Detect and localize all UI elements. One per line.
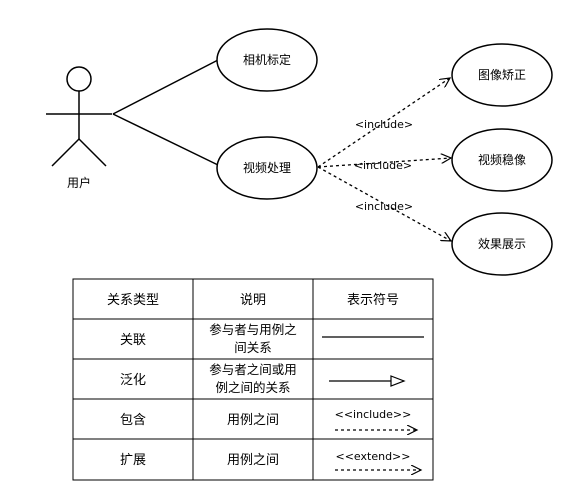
- table-header-type: 关系类型: [107, 293, 159, 308]
- table-row-association-desc-1: 参与者与用例之: [209, 322, 297, 337]
- table-header-symbol: 表示符号: [347, 292, 399, 308]
- svg-text:视频处理: 视频处理: [243, 160, 291, 175]
- table-row-generalization-type: 泛化: [120, 373, 146, 388]
- table-row-association-desc-2: 间关系: [234, 340, 272, 355]
- include-arrow-image-correction: [317, 78, 450, 168]
- include-arrow-stabilization: [317, 158, 451, 168]
- actor-user: 用户: [46, 66, 112, 190]
- svg-text:视频稳像: 视频稳像: [478, 152, 526, 167]
- include-label-1: <include>: [355, 118, 413, 131]
- extend-symbol-label: <<extend>>: [336, 450, 411, 463]
- use-case-video-processing: 视频处理: [216, 136, 318, 200]
- table-row-extend-desc: 用例之间: [227, 453, 279, 468]
- association-camera: [112, 59, 219, 115]
- actor-right-leg: [78, 138, 107, 167]
- table-row-include-type: 包含: [120, 412, 146, 428]
- table-row-association-type: 关联: [120, 333, 146, 348]
- table-row-extend-type: 扩展: [120, 453, 146, 468]
- include-label-2: <include>: [354, 159, 412, 172]
- svg-text:效果展示: 效果展示: [478, 236, 526, 251]
- use-case-video-stabilization: 视频稳像: [451, 128, 553, 192]
- use-case-camera-calibration: 相机标定: [216, 28, 318, 92]
- include-symbol-label: <<include>>: [335, 408, 412, 421]
- include-arrow-effect-display: [317, 166, 451, 241]
- table-header-desc: 说明: [240, 293, 266, 308]
- relationship-table: 关系类型 说明 表示符号 关联 参与者与用例之 间关系 泛化 参与者之间或用 例…: [72, 278, 434, 481]
- include-label-3: <include>: [355, 200, 413, 213]
- use-case-image-correction: 图像矫正: [451, 43, 553, 107]
- use-case-effect-display: 效果展示: [451, 212, 553, 276]
- table-row-include-desc: 用例之间: [227, 413, 279, 428]
- table-row-generalization-desc-1: 参与者之间或用: [209, 362, 297, 377]
- svg-text:相机标定: 相机标定: [243, 52, 291, 67]
- actor-left-leg: [51, 138, 80, 167]
- actor-head: [66, 66, 92, 92]
- association-video: [112, 113, 219, 166]
- svg-text:图像矫正: 图像矫正: [478, 67, 526, 82]
- actor-label: 用户: [67, 175, 91, 190]
- table-row-generalization-desc-2: 例之间的关系: [215, 380, 290, 395]
